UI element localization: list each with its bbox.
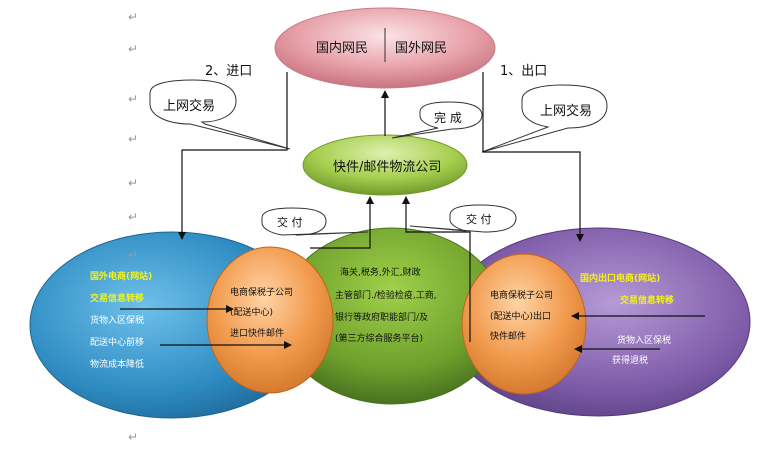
center-circle-line4: (第三方综合服务平台) [335,334,424,344]
callout-complete [391,101,483,139]
paragraph-mark: ↵ [128,248,139,262]
left-circle-line2: (配送中心) [230,308,274,318]
callout-deliver-left [261,207,369,236]
right-bonded-goods: 货物入区保税 [617,336,672,346]
right-trade-info-transfer: 交易信息转移 [620,296,675,306]
paragraph-mark: ↵ [128,176,139,190]
arrow-deliver-left [310,196,374,249]
right-circle-line2: (配送中心)出口 [490,312,552,322]
paragraph-mark: ↵ [128,92,139,106]
center-circle-line1: 海关,税务,外汇,财政 [340,268,421,278]
callout-deliver-right [409,204,517,233]
export-flow-label: 1、出口 [500,64,548,79]
center-circle-line2: 主管部门./检验检疫,工商, [335,291,437,301]
import-flow-label: 2、进口 [205,64,253,79]
paragraph-mark: ↵ [128,10,139,24]
arrow-export [482,72,584,242]
paragraph-mark: ↵ [128,210,139,224]
complete-label: 完 成 [434,111,462,125]
right-circle [461,253,587,395]
left-circle [206,246,334,394]
center-circle-line3: 银行等政府职能部门/及 [335,313,429,323]
deliver-left-label: 交 付 [277,216,303,229]
callout-online-trade-left [149,79,291,150]
callout-online-trade-right [481,84,608,153]
domestic-export-ecommerce-title: 国内出口电商(网站) [580,274,661,284]
right-circle-line3: 快件邮件 [490,332,527,342]
right-circle-line1: 电商保税子公司 [490,291,554,301]
left-circle-line1: 电商保税子公司 [230,288,294,298]
foreign-ecommerce-title: 国外电商(网站) [90,272,153,282]
arrow-deliver-right [402,196,471,342]
left-distribution-forward: 配送中心前移 [90,338,145,348]
online-trade-right-label: 上网交易 [540,104,593,119]
arrow-import [178,72,288,240]
left-trade-info-transfer: 交易信息转移 [90,294,145,304]
foreign-netizens-label: 国外网民 [395,41,448,56]
left-circle-line3: 进口快件邮件 [230,329,285,339]
paragraph-mark: ↵ [128,430,139,444]
right-tax-refund: 获得退税 [612,356,649,366]
left-logistics-cost-down: 物流成本降低 [90,360,145,370]
deliver-right-label: 交 付 [466,213,492,226]
logistics-company-label: 快件/邮件物流公司 [333,160,442,175]
online-trade-left-label: 上网交易 [163,99,216,114]
paragraph-mark: ↵ [128,132,139,146]
paragraph-mark: ↵ [128,42,139,56]
left-bonded-goods: 货物入区保税 [90,316,145,326]
domestic-netizens-label: 国内网民 [316,41,369,56]
